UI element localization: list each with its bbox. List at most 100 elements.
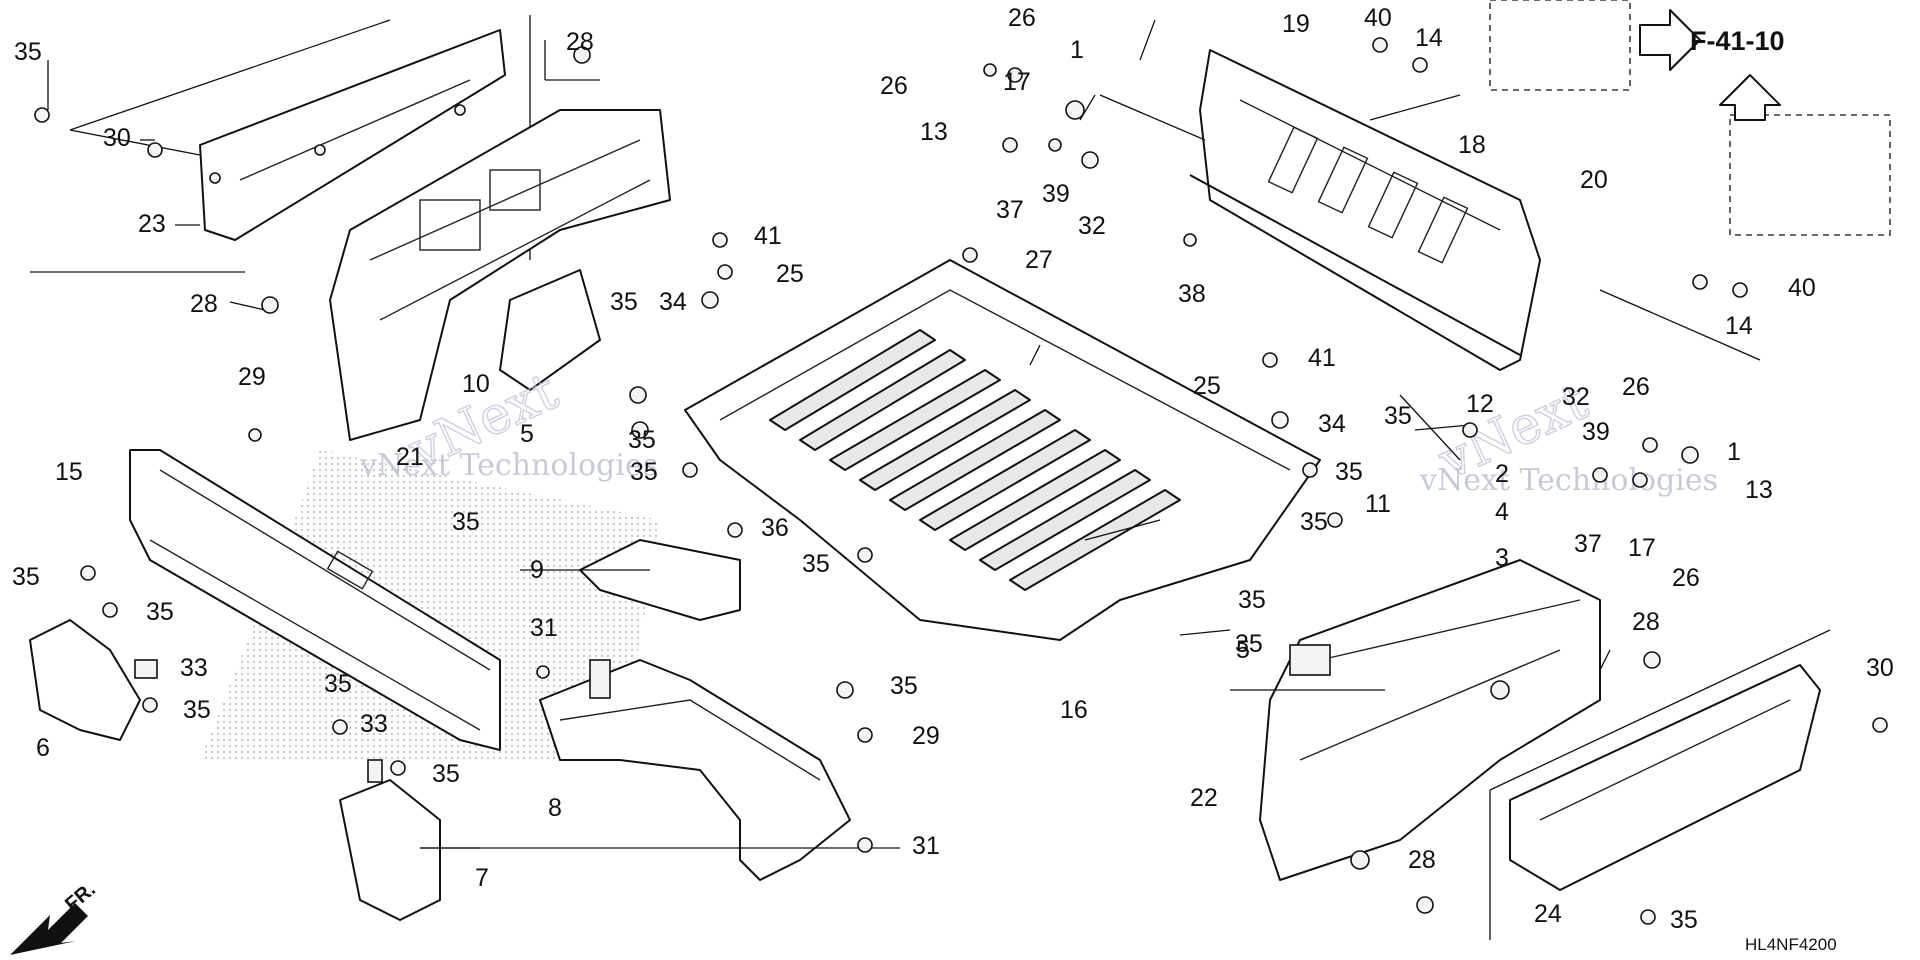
callout-6: 6 xyxy=(36,734,50,762)
reference-box-top xyxy=(1489,0,1631,91)
bracket-part-10 xyxy=(499,269,601,391)
callout-39: 39 xyxy=(1042,180,1070,208)
callout-35: 35 xyxy=(1300,508,1328,536)
cross-member-part-15 xyxy=(129,449,501,751)
callout-35: 35 xyxy=(1384,402,1412,430)
callout-31: 31 xyxy=(530,614,558,642)
callout-18: 18 xyxy=(1458,131,1486,159)
callout-41: 41 xyxy=(1308,344,1336,372)
callout-28: 28 xyxy=(566,28,594,56)
bed-side-panel-part-22 xyxy=(1259,559,1601,881)
callout-35: 35 xyxy=(1238,586,1266,614)
callout-35: 35 xyxy=(628,426,656,454)
front-label: FR. xyxy=(61,878,100,916)
callout-29: 29 xyxy=(238,363,266,391)
callout-1: 1 xyxy=(1070,36,1084,64)
callout-28: 28 xyxy=(1632,608,1660,636)
callout-19: 19 xyxy=(1282,10,1310,38)
callout-24: 24 xyxy=(1534,900,1562,928)
callout-26: 26 xyxy=(1622,373,1650,401)
callout-28: 28 xyxy=(1408,846,1436,874)
diagram-code: HL4NF4200 xyxy=(1745,935,1837,954)
callout-13: 13 xyxy=(920,118,948,146)
leader-lines xyxy=(47,19,1611,849)
reference-box-side xyxy=(1729,114,1891,236)
arrow-up-icon xyxy=(1719,74,1781,121)
callout-31: 31 xyxy=(912,832,940,860)
callout-14: 14 xyxy=(1725,312,1753,340)
callout-40: 40 xyxy=(1364,4,1392,32)
callout-35: 35 xyxy=(146,598,174,626)
callout-17: 17 xyxy=(1003,68,1031,96)
callout-1: 1 xyxy=(1727,438,1741,466)
callout-35: 35 xyxy=(183,696,211,724)
callout-17: 17 xyxy=(1628,534,1656,562)
callout-4: 4 xyxy=(1495,498,1509,526)
mudguard-part-6 xyxy=(29,619,141,741)
callout-38: 38 xyxy=(1178,280,1206,308)
callout-35: 35 xyxy=(452,508,480,536)
callout-21: 21 xyxy=(396,443,424,471)
watermark-right: vNext Technologies xyxy=(1419,463,1718,498)
callout-16: 16 xyxy=(1060,696,1088,724)
callout-35: 35 xyxy=(890,672,918,700)
front-arrow-icon xyxy=(10,903,88,955)
callout-34: 34 xyxy=(1318,410,1346,438)
guard-part-9 xyxy=(579,539,741,621)
lower-bracket-part-8 xyxy=(539,659,851,881)
callout-35: 35 xyxy=(12,563,40,591)
callout-29: 29 xyxy=(912,722,940,750)
callout-35: 35 xyxy=(630,458,658,486)
callout-37: 37 xyxy=(1574,530,1602,558)
callout-25: 25 xyxy=(776,260,804,288)
callout-9: 9 xyxy=(530,556,544,584)
tailgate-part-18 xyxy=(1189,49,1541,371)
callout-30: 30 xyxy=(1866,654,1894,682)
callout-2: 2 xyxy=(1495,460,1509,488)
callout-22: 22 xyxy=(1190,784,1218,812)
arrow-right-icon xyxy=(1639,9,1701,71)
callout-26: 26 xyxy=(1672,564,1700,592)
hardware xyxy=(34,37,1888,925)
reference-code: F-41-10 xyxy=(1690,26,1785,56)
bed-floor-part-16 xyxy=(684,259,1321,641)
callout-28: 28 xyxy=(190,290,218,318)
callout-13: 13 xyxy=(1745,476,1773,504)
callout-25: 25 xyxy=(1193,372,1221,400)
callout-27: 27 xyxy=(1025,246,1053,274)
callout-35: 35 xyxy=(324,670,352,698)
callout-35: 35 xyxy=(432,760,460,788)
callout-8: 8 xyxy=(548,794,562,822)
callout-35: 35 xyxy=(14,38,42,66)
callout-39: 39 xyxy=(1582,418,1610,446)
callout-3: 3 xyxy=(1495,544,1509,572)
callout-40: 40 xyxy=(1788,274,1816,302)
callout-35: 35 xyxy=(1335,458,1363,486)
callout-23: 23 xyxy=(138,210,166,238)
callout-41: 41 xyxy=(754,222,782,250)
callout-35: 35 xyxy=(1670,906,1698,934)
callout-20: 20 xyxy=(1580,166,1608,194)
callout-35: 35 xyxy=(1235,630,1263,658)
callout-26: 26 xyxy=(1008,4,1036,32)
watermark-left: vNext Technologies xyxy=(359,448,658,483)
callout-labels: 35 30 23 28 28 29 21 15 10 5 35 35 41 25… xyxy=(12,4,1894,934)
callout-33: 33 xyxy=(180,654,208,682)
callout-11: 11 xyxy=(1365,490,1391,518)
bed-inner-panel-part-21 xyxy=(329,109,671,441)
callout-5: 5 xyxy=(1236,636,1250,664)
callout-35: 35 xyxy=(610,288,638,316)
mudguard-part-7 xyxy=(339,779,441,921)
side-liner-part-23 xyxy=(69,19,506,241)
callout-10: 10 xyxy=(462,370,490,398)
callout-5: 5 xyxy=(520,420,534,448)
callout-35: 35 xyxy=(802,550,830,578)
callout-32: 32 xyxy=(1562,383,1590,411)
callout-7: 7 xyxy=(475,864,489,892)
callout-33: 33 xyxy=(360,710,388,738)
callout-37: 37 xyxy=(996,196,1024,224)
callout-32: 32 xyxy=(1078,212,1106,240)
shading-area xyxy=(200,450,660,760)
callout-26: 26 xyxy=(880,72,908,100)
